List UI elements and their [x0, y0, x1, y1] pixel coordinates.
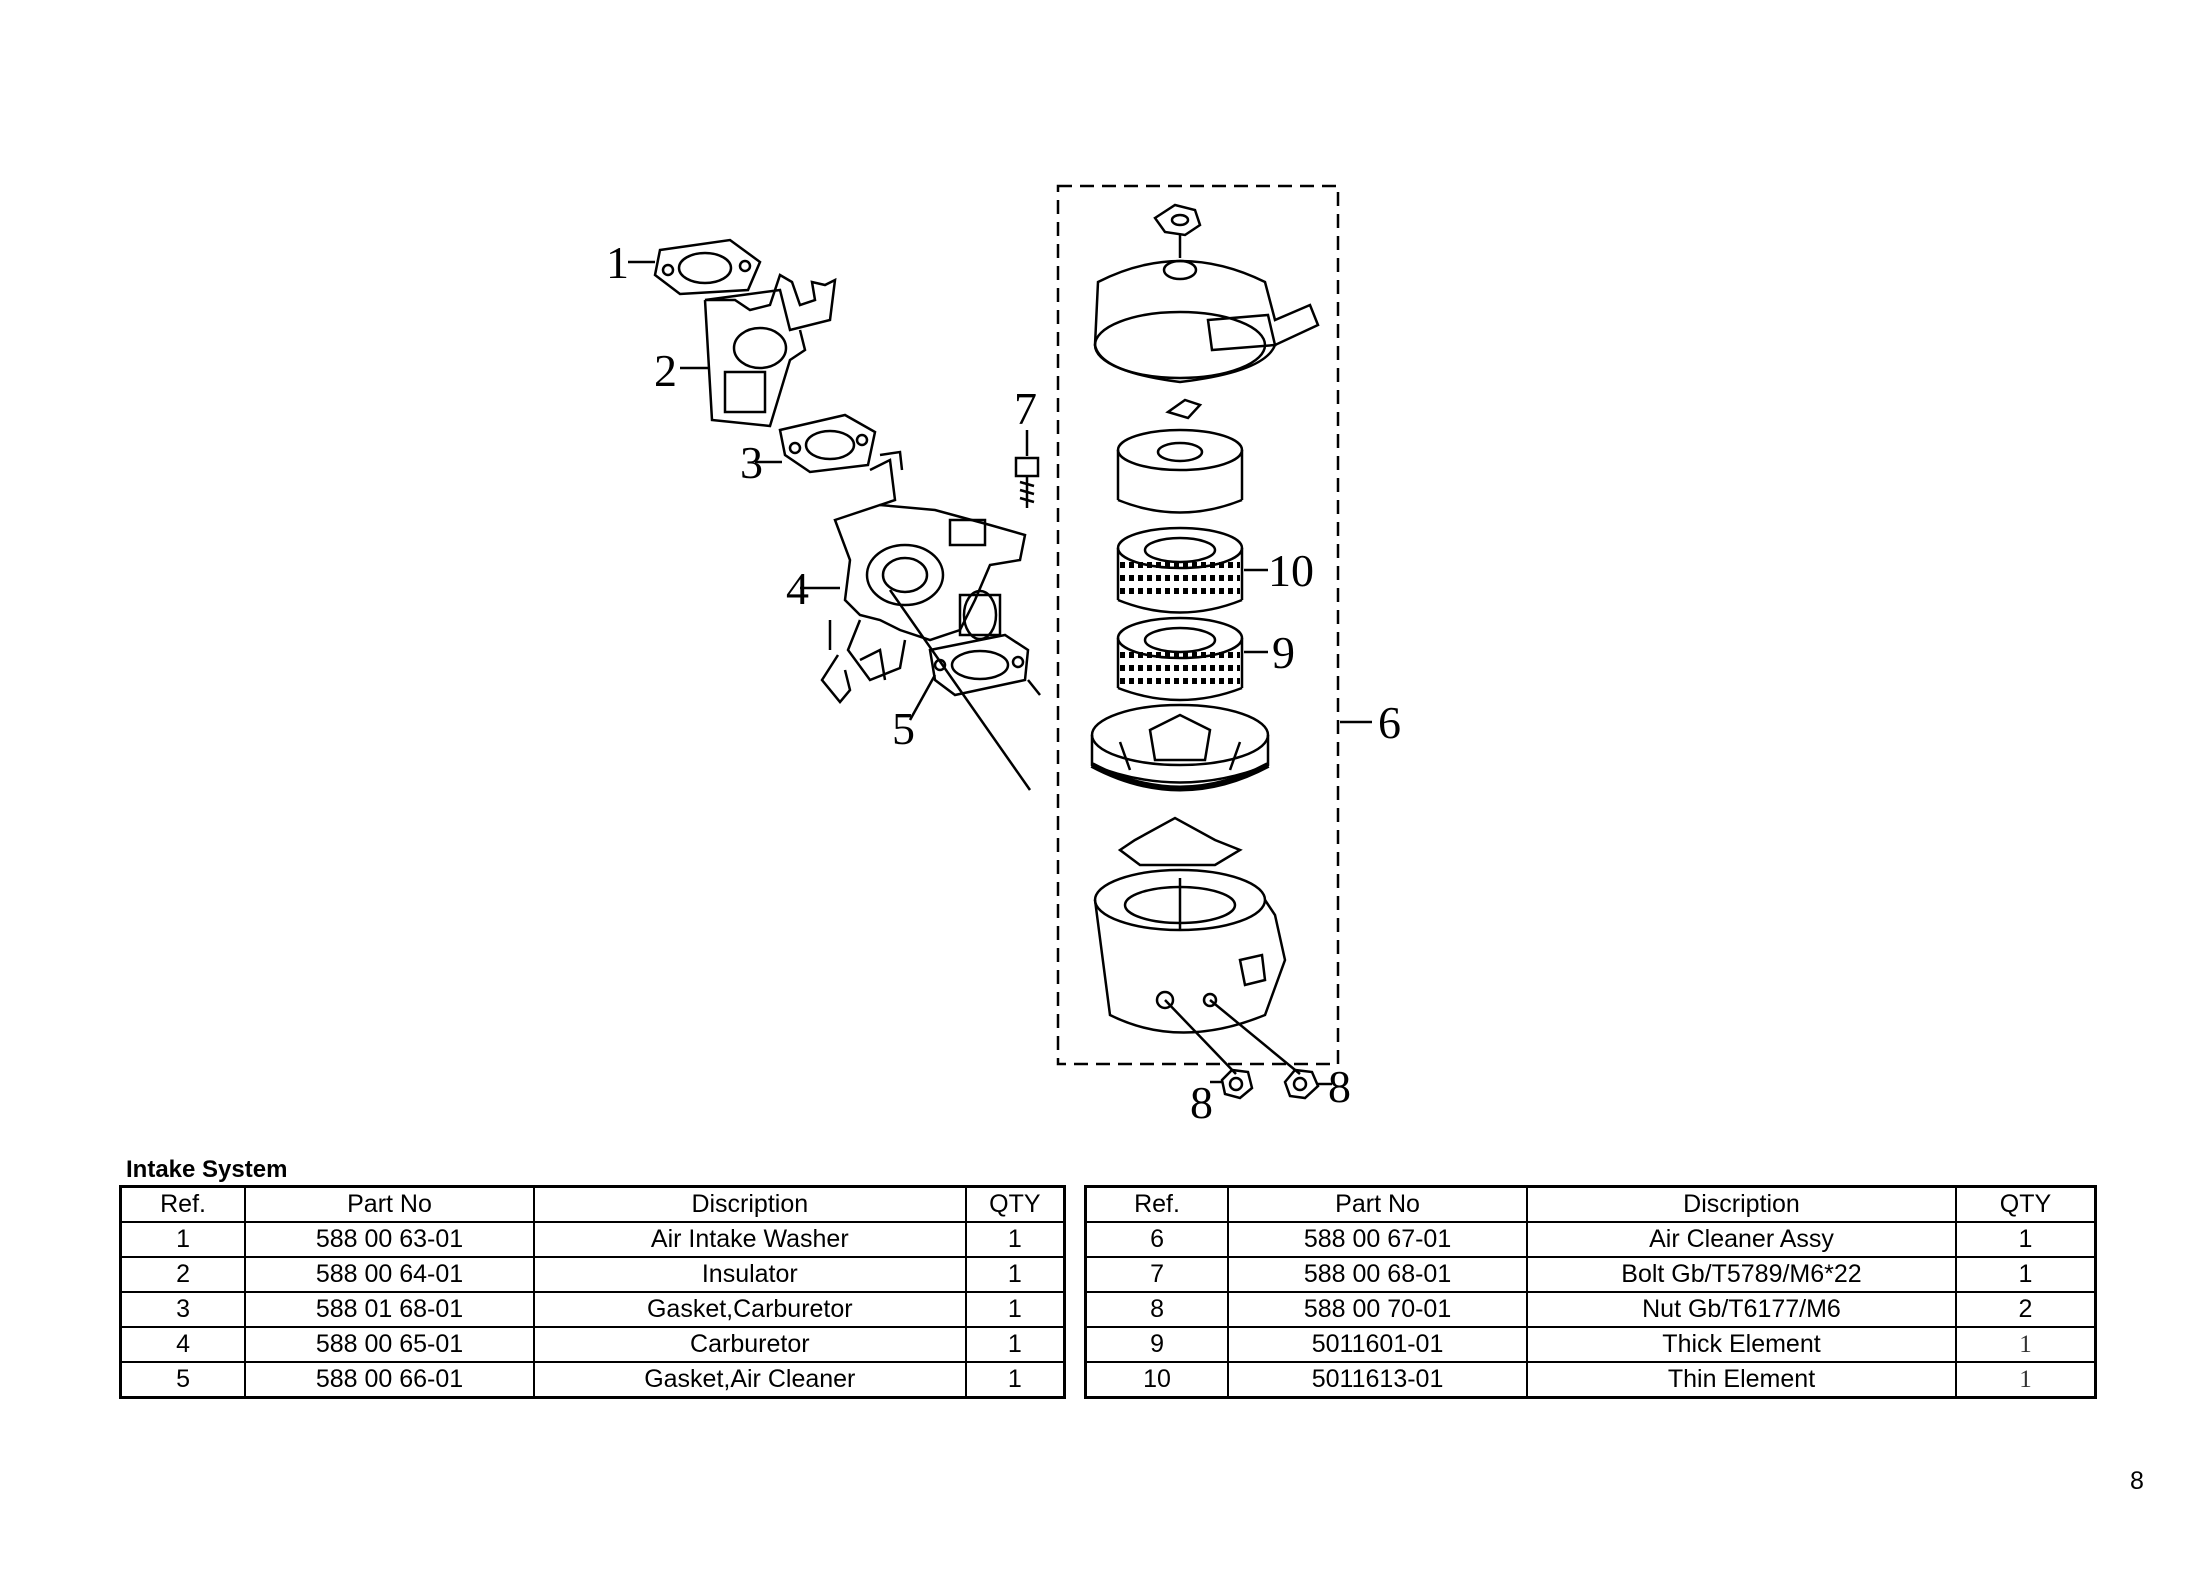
cell-qty: 1: [1954, 1221, 2097, 1258]
part-7-bolt: [1014, 430, 1040, 508]
element-clip: [1165, 398, 1203, 420]
cell-description: Bolt Gb/T5789/M6*22: [1526, 1256, 1957, 1293]
cell-part-no: 588 00 70-01: [1227, 1291, 1529, 1328]
cell-part-no: 588 01 68-01: [244, 1291, 535, 1328]
cell-qty: 2: [1954, 1291, 2097, 1328]
cell-part-no: 5011601-01: [1227, 1326, 1529, 1363]
table-row: 1 588 00 63-01 Air Intake Washer 1: [119, 1221, 1066, 1258]
cell-description: Gasket,Air Cleaner: [532, 1361, 967, 1399]
callout-9: 9: [1272, 627, 1295, 678]
cell-description: Air Intake Washer: [532, 1221, 967, 1258]
part-10-thin-element: [1116, 526, 1268, 614]
element-holder: [1090, 703, 1270, 792]
cell-ref: 8: [1084, 1291, 1230, 1328]
header-ref: Ref.: [119, 1185, 247, 1223]
air-cleaner-assembly-box: [1056, 184, 1340, 1066]
header-ref: Ref.: [1084, 1185, 1230, 1223]
cell-description: Thick Element: [1526, 1326, 1957, 1363]
table-row: 9 5011601-01 Thick Element 1: [1084, 1326, 2097, 1363]
parts-table-right: Ref. Part No Discription QTY 6 588 00 67…: [1084, 1185, 2097, 1399]
cell-qty: 1: [1954, 1326, 2097, 1363]
callout-8-right: 8: [1328, 1061, 1351, 1112]
cell-ref: 10: [1084, 1361, 1230, 1399]
table-header-row: Ref. Part No Discription QTY: [119, 1185, 1066, 1223]
table-row: 2 588 00 64-01 Insulator 1: [119, 1256, 1066, 1293]
cell-description: Carburetor: [532, 1326, 967, 1363]
table-header-row: Ref. Part No Discription QTY: [1084, 1185, 2097, 1223]
header-qty: QTY: [964, 1185, 1066, 1223]
cell-qty: 1: [964, 1326, 1066, 1363]
air-cleaner-base-gasket: [1117, 816, 1243, 867]
callout-2: 2: [654, 345, 677, 396]
callout-1: 1: [606, 237, 629, 288]
cell-qty: 1: [1954, 1256, 2097, 1293]
callout-6: 6: [1378, 697, 1401, 748]
callout-4: 4: [786, 563, 809, 614]
callout-5: 5: [892, 703, 915, 754]
part-4-carburetor: [800, 450, 1032, 791]
cell-part-no: 588 00 63-01: [244, 1221, 535, 1258]
part-8-nut-left: [1164, 999, 1254, 1100]
cell-part-no: 588 00 64-01: [244, 1256, 535, 1293]
header-part-no: Part No: [1227, 1185, 1529, 1223]
cell-part-no: 5011613-01: [1227, 1361, 1529, 1399]
header-part-no: Part No: [244, 1185, 535, 1223]
cell-description: Gasket,Carburetor: [532, 1291, 967, 1328]
cell-ref: 9: [1084, 1326, 1230, 1363]
part-5-air-cleaner-gasket: [908, 633, 1041, 721]
table-row: 6 588 00 67-01 Air Cleaner Assy 1: [1084, 1221, 2097, 1258]
cell-ref: 4: [119, 1326, 247, 1363]
cell-ref: 5: [119, 1361, 247, 1399]
cell-qty: 1: [1954, 1361, 2097, 1399]
part-1-air-intake-washer: [628, 238, 762, 296]
cell-part-no: 588 00 65-01: [244, 1326, 535, 1363]
cell-description: Thin Element: [1526, 1361, 1957, 1399]
cell-description: Insulator: [532, 1256, 967, 1293]
header-qty: QTY: [1954, 1185, 2097, 1223]
table-row: 7 588 00 68-01 Bolt Gb/T5789/M6*22 1: [1084, 1256, 2097, 1293]
table-row: 8 588 00 70-01 Nut Gb/T6177/M6 2: [1084, 1291, 2097, 1328]
table-row: 3 588 01 68-01 Gasket,Carburetor 1: [119, 1291, 1066, 1328]
table-row: 4 588 00 65-01 Carburetor 1: [119, 1326, 1066, 1363]
part-3-carburetor-gasket: [755, 413, 877, 474]
callout-3: 3: [740, 437, 763, 488]
callout-8-left: 8: [1190, 1077, 1213, 1128]
cell-ref: 3: [119, 1291, 247, 1328]
cell-part-no: 588 00 66-01: [244, 1361, 535, 1399]
header-description: Discription: [532, 1185, 967, 1223]
cell-ref: 2: [119, 1256, 247, 1293]
part-2-insulator: [680, 273, 837, 428]
cell-description: Nut Gb/T6177/M6: [1526, 1291, 1957, 1328]
cell-qty: 1: [964, 1291, 1066, 1328]
cell-qty: 1: [964, 1361, 1066, 1399]
table-row: 10 5011613-01 Thin Element 1: [1084, 1361, 2097, 1399]
cell-part-no: 588 00 67-01: [1227, 1221, 1529, 1258]
part-9-thick-element: [1116, 616, 1268, 702]
air-cleaner-cover: [1093, 203, 1320, 384]
parts-table-left: Ref. Part No Discription QTY 1 588 00 63…: [119, 1185, 1066, 1399]
foam-element: [1116, 428, 1244, 514]
cell-ref: 7: [1084, 1256, 1230, 1293]
table-row: 5 588 00 66-01 Gasket,Air Cleaner 1: [119, 1361, 1066, 1399]
cell-description: Air Cleaner Assy: [1526, 1221, 1957, 1258]
header-description: Discription: [1526, 1185, 1957, 1223]
section-title: Intake System: [126, 1156, 288, 1183]
cell-qty: 1: [964, 1221, 1066, 1258]
cell-part-no: 588 00 68-01: [1227, 1256, 1529, 1293]
callout-10: 10: [1268, 545, 1314, 596]
page-number: 8: [2130, 1467, 2144, 1495]
cell-ref: 1: [119, 1221, 247, 1258]
air-cleaner-base: [1093, 868, 1287, 1034]
part-8-nut-right: [1209, 999, 1332, 1100]
callout-7: 7: [1014, 383, 1037, 434]
cell-qty: 1: [964, 1256, 1066, 1293]
cell-ref: 6: [1084, 1221, 1230, 1258]
